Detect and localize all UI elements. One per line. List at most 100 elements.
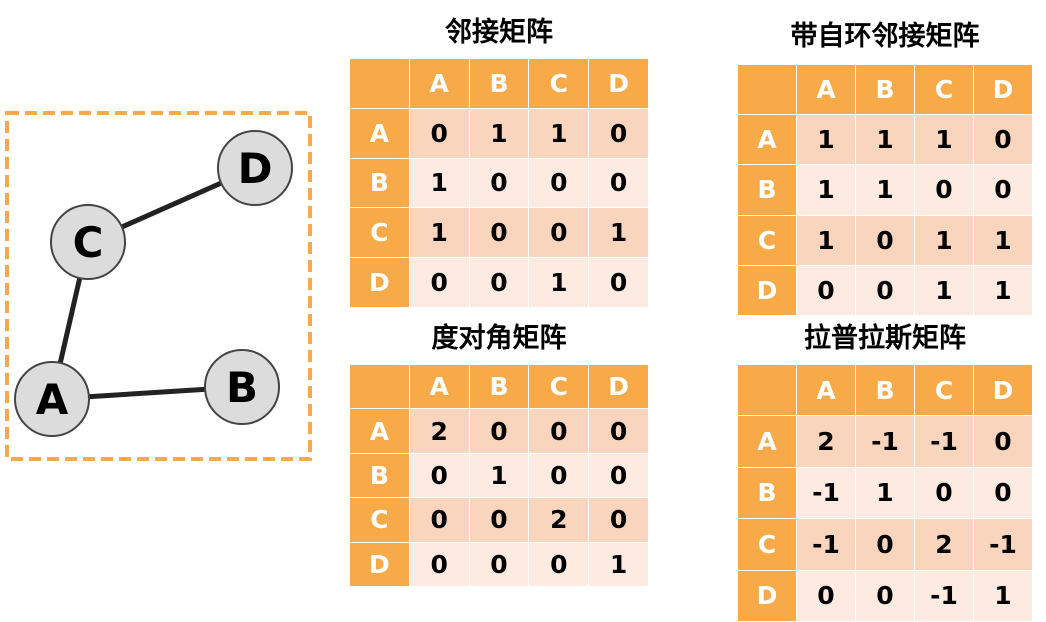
matrix-cell: 0	[469, 542, 529, 586]
row-header: C	[738, 519, 796, 570]
column-header: A	[797, 65, 855, 115]
matrix-title: 拉普拉斯矩阵	[804, 323, 966, 354]
matrix-cell: 1	[409, 158, 469, 208]
matrix-cell: 2	[797, 416, 855, 467]
matrix-cell: 0	[409, 453, 469, 498]
matrix-cell: 0	[529, 158, 589, 208]
matrix-cell: 0	[915, 165, 973, 215]
matrix-cell: 2	[529, 498, 589, 542]
matrix-cell: 1	[797, 215, 855, 265]
matrix-cell: -1	[915, 416, 973, 467]
matrix-cell: 1	[529, 258, 589, 307]
matrix-cell: 0	[469, 158, 529, 208]
matrix-cell: -1	[856, 416, 914, 467]
matrix-cell: 0	[856, 215, 914, 265]
matrix-cell: 1	[915, 115, 973, 165]
column-header: C	[529, 365, 589, 409]
column-header: D	[589, 59, 648, 108]
matrix-cell: 1	[797, 165, 855, 215]
graph-svg: A B C D	[5, 111, 312, 461]
row-header: A	[738, 115, 796, 165]
matrix-cell: 1	[469, 108, 529, 158]
node-label: A	[36, 375, 69, 424]
matrix-cell: 1	[856, 467, 914, 519]
matrix-title: 邻接矩阵	[445, 17, 553, 48]
column-header: B	[469, 365, 529, 409]
matrix-cell: 1	[915, 265, 973, 315]
matrix-cell: 1	[915, 215, 973, 265]
row-header: B	[350, 158, 409, 208]
column-header: C	[915, 365, 973, 416]
matrix-cell: 0	[974, 467, 1032, 519]
matrix-title: 度对角矩阵	[431, 323, 567, 354]
row-header: B	[738, 467, 796, 519]
matrix-cell: 0	[469, 208, 529, 258]
row-header: A	[350, 108, 409, 158]
matrix-cell: 0	[589, 453, 648, 498]
node-b	[204, 349, 280, 425]
matrix-cell: 0	[589, 108, 648, 158]
row-header: C	[350, 208, 409, 258]
node-label: B	[226, 363, 258, 412]
matrix-cell: 0	[529, 542, 589, 586]
corner-cell	[350, 365, 409, 409]
matrix-cell: 0	[589, 498, 648, 542]
matrix-cell: 0	[856, 519, 914, 570]
node-a	[14, 361, 90, 437]
matrix-cell: 1	[797, 115, 855, 165]
row-header: D	[738, 265, 796, 315]
column-header: B	[469, 59, 529, 108]
corner-cell	[350, 59, 409, 108]
row-header: D	[350, 542, 409, 586]
matrix-cell: 0	[469, 409, 529, 453]
matrix-cell: 0	[589, 258, 648, 307]
node-d	[217, 130, 293, 206]
node-label: C	[73, 218, 104, 267]
row-header: A	[350, 409, 409, 453]
matrix-cell: 1	[589, 542, 648, 586]
column-header: D	[589, 365, 648, 409]
row-header: B	[350, 453, 409, 498]
matrix-cell: 1	[974, 265, 1032, 315]
matrix-cell: 0	[797, 570, 855, 621]
matrix-cell: 1	[409, 208, 469, 258]
column-header: C	[915, 65, 973, 115]
matrix-cell: 1	[974, 570, 1032, 621]
matrix-cell: 0	[589, 409, 648, 453]
node-label: D	[238, 144, 273, 193]
matrix-cell: 0	[974, 165, 1032, 215]
matrix-cell: 1	[529, 108, 589, 158]
matrix-cell: 0	[529, 409, 589, 453]
matrix-cell: 0	[409, 498, 469, 542]
row-header: C	[350, 498, 409, 542]
column-header: C	[529, 59, 589, 108]
matrix-cell: 2	[915, 519, 973, 570]
matrix-cell: 1	[856, 115, 914, 165]
row-header: D	[738, 570, 796, 621]
column-header: D	[974, 65, 1032, 115]
dashed-frame	[5, 111, 312, 461]
matrix-cell: -1	[974, 519, 1032, 570]
matrix-cell: -1	[797, 467, 855, 519]
matrix-cell: 0	[529, 453, 589, 498]
matrix-title: 带自环邻接矩阵	[790, 21, 980, 52]
matrix-cell: 0	[469, 498, 529, 542]
